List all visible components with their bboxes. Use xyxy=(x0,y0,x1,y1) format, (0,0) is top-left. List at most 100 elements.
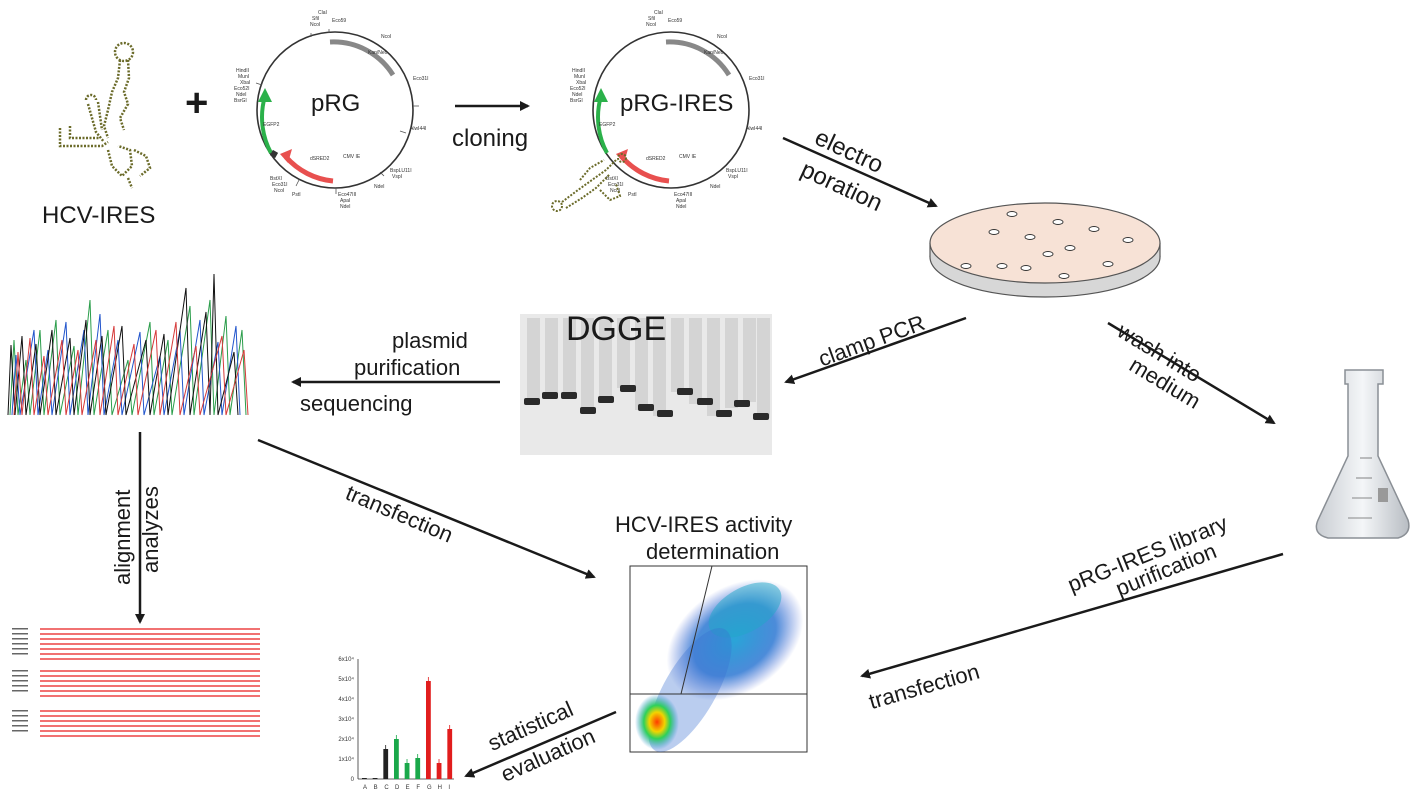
svg-text:Eco59: Eco59 xyxy=(668,18,682,24)
activity-label-line1: HCV-IRES activity xyxy=(615,512,793,537)
bar-F xyxy=(415,758,421,779)
bar-chart-y-tick: 4x10⁴ xyxy=(338,696,354,703)
svg-text:HindII: HindII xyxy=(236,68,249,74)
bar-chart-y-tick: 3x10⁴ xyxy=(338,716,354,723)
bar-chart-x-tick: C xyxy=(384,785,389,791)
bar-B xyxy=(372,778,378,779)
svg-text:NcoI: NcoI xyxy=(310,22,320,28)
svg-text:MunI: MunI xyxy=(238,74,249,80)
svg-text:AlwI44I: AlwI44I xyxy=(746,126,762,132)
svg-text:XbaI: XbaI xyxy=(240,80,250,86)
bar-E xyxy=(404,763,410,779)
arrow-transfection-1 xyxy=(257,438,596,579)
bar-chart-x-tick: B xyxy=(374,785,378,791)
bar-H xyxy=(436,763,442,779)
arrow-clamp-pcr xyxy=(784,316,967,385)
svg-text:AlwI44I: AlwI44I xyxy=(410,126,426,132)
svg-text:PstI: PstI xyxy=(628,192,637,198)
flow-cytometry-plot xyxy=(629,565,808,753)
hcv-ires-structure-icon xyxy=(58,41,152,189)
svg-text:Eco31I: Eco31I xyxy=(272,182,288,188)
svg-text:VspI: VspI xyxy=(728,174,738,180)
svg-text:NdeI: NdeI xyxy=(340,204,351,210)
svg-text:NcoI: NcoI xyxy=(646,22,656,28)
svg-text:VspI: VspI xyxy=(392,174,402,180)
arrow-electroporation xyxy=(782,136,938,208)
workflow-arrows xyxy=(135,101,1284,778)
bar-I xyxy=(447,729,453,779)
activity-label-line2: determination xyxy=(646,539,780,564)
plus-sign: + xyxy=(185,81,209,125)
arrow-library-transfection xyxy=(860,552,1284,679)
bar-chart-y-tick: 6x10⁴ xyxy=(338,656,354,663)
svg-text:Kan/Neo: Kan/Neo xyxy=(704,50,724,56)
erlenmeyer-flask-icon xyxy=(1315,369,1410,539)
svg-text:Eco31I: Eco31I xyxy=(413,76,429,82)
svg-text:NdeI: NdeI xyxy=(236,92,247,98)
prg-ires-plasmid-map: ClaI SfiI NcoI Eco59 NcoI Kan/Neo Eco31I… xyxy=(551,10,765,212)
svg-text:BsrGI: BsrGI xyxy=(570,98,583,104)
bar-chart-x-tick: G xyxy=(427,785,432,791)
prg-plasmid-map: ClaI SfiI NcoI Eco59 NcoI Kan/Neo Eco31I… xyxy=(234,10,429,210)
sequencing-chromatogram xyxy=(7,273,249,416)
svg-text:Eco47III: Eco47III xyxy=(338,192,356,198)
svg-text:Eco52I: Eco52I xyxy=(234,86,250,92)
svg-text:BspLU11I: BspLU11I xyxy=(390,168,412,174)
svg-text:BsrGI: BsrGI xyxy=(234,98,247,104)
petri-dish-icon xyxy=(929,202,1161,298)
svg-text:dSRED2: dSRED2 xyxy=(646,156,666,162)
svg-text:dSRED2: dSRED2 xyxy=(310,156,330,162)
prg-ires-label: pRG-IRES xyxy=(620,90,734,117)
cloning-label: cloning xyxy=(452,125,529,152)
bar-C xyxy=(383,749,389,779)
bar-chart-y-tick: 0 xyxy=(351,777,355,783)
bar-chart-x-tick: I xyxy=(448,785,450,791)
svg-text:Eco59: Eco59 xyxy=(332,18,346,24)
sequencing-label: sequencing xyxy=(300,391,413,416)
bar-chart-x-tick: E xyxy=(406,785,410,791)
svg-text:EGFP2: EGFP2 xyxy=(263,122,280,128)
alignment-label: alignment xyxy=(110,489,135,585)
svg-text:Eco47III: Eco47III xyxy=(674,192,692,198)
svg-text:NcoI: NcoI xyxy=(717,34,727,40)
svg-text:NdeI: NdeI xyxy=(572,92,583,98)
bar-chart-x-tick: H xyxy=(438,785,442,791)
bar-chart-x-tick: F xyxy=(416,785,420,791)
svg-text:Eco31I: Eco31I xyxy=(749,76,765,82)
plasmid-label: plasmid xyxy=(392,328,468,353)
arrow-wash-into-medium xyxy=(1107,321,1276,425)
svg-text:ClaI: ClaI xyxy=(318,10,327,16)
arrow-statistical xyxy=(464,710,617,778)
svg-text:ApaI: ApaI xyxy=(340,198,350,204)
svg-text:XbaI: XbaI xyxy=(576,80,586,86)
svg-text:NcoI: NcoI xyxy=(610,188,620,194)
svg-text:NcoI: NcoI xyxy=(274,188,284,194)
svg-text:CMV IE: CMV IE xyxy=(679,154,697,160)
svg-text:EGFP2: EGFP2 xyxy=(599,122,616,128)
bar-chart-y-tick: 5x10⁴ xyxy=(338,676,354,683)
dgge-label: DGGE xyxy=(566,310,667,348)
bar-D xyxy=(394,739,399,779)
svg-text:NdeI: NdeI xyxy=(710,184,721,190)
svg-text:PstI: PstI xyxy=(292,192,301,198)
svg-text:NdeI: NdeI xyxy=(374,184,385,190)
svg-text:BstXI: BstXI xyxy=(270,176,282,182)
svg-text:HindII: HindII xyxy=(572,68,585,74)
svg-text:BspLU11I: BspLU11I xyxy=(726,168,748,174)
bar-A xyxy=(362,778,367,779)
svg-text:ClaI: ClaI xyxy=(654,10,663,16)
bar-chart-x-tick: A xyxy=(363,785,367,791)
prg-label: pRG xyxy=(311,90,361,117)
alignment-image xyxy=(12,628,260,737)
svg-text:BstXI: BstXI xyxy=(606,176,618,182)
bar-G xyxy=(426,681,431,779)
dgge-gel-image xyxy=(520,314,772,455)
bar-chart-y-tick: 2x10⁴ xyxy=(338,736,354,743)
svg-text:NcoI: NcoI xyxy=(381,34,391,40)
svg-text:ApaI: ApaI xyxy=(676,198,686,204)
svg-text:SfiI: SfiI xyxy=(648,16,655,22)
svg-text:NdeI: NdeI xyxy=(676,204,687,210)
analyzes-label: analyzes xyxy=(138,486,163,573)
